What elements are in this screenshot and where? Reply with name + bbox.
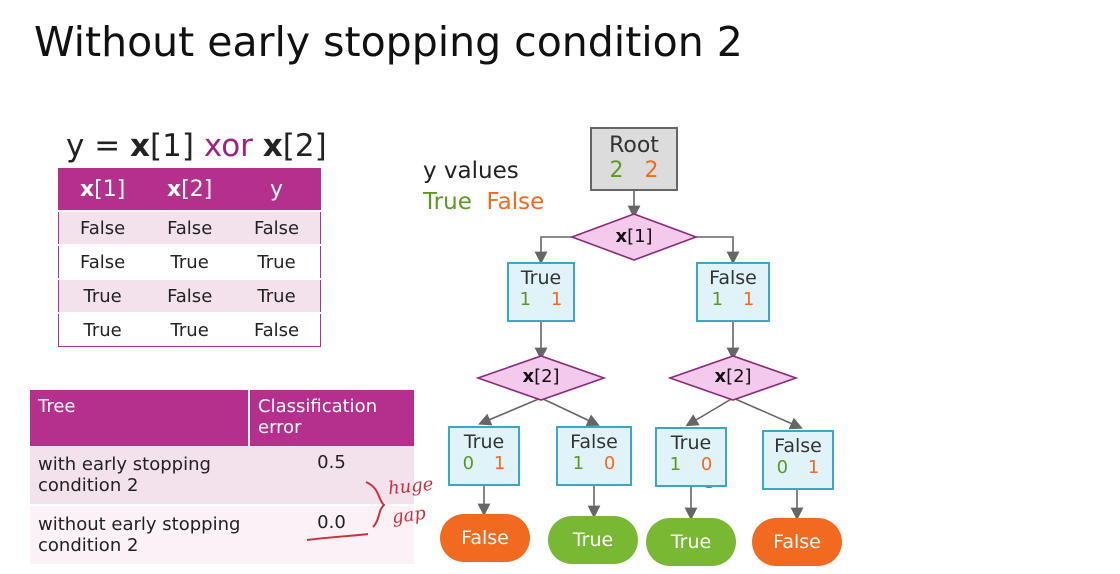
edge-split1-left	[534, 236, 572, 265]
tree-node-leaf-b: False 1 0	[556, 426, 632, 486]
legend-title: y values	[423, 158, 519, 184]
xor-formula: y = x[1] xor x[2]	[66, 128, 327, 164]
err-col-error: Classification error	[248, 390, 414, 446]
edge-split2a-left	[478, 397, 542, 426]
edge-split2b-left	[685, 397, 734, 427]
xor-col-header: y	[233, 168, 321, 211]
slide-title: Without early stopping condition 2	[34, 18, 743, 66]
tree-node-leaf-d: False 0 1	[762, 430, 834, 490]
split-diamond-x2-left	[475, 355, 607, 401]
formula-x1-bold: x	[130, 128, 151, 164]
prediction-leaf-3: True	[646, 518, 736, 566]
prediction-leaf-4: False	[752, 518, 842, 566]
formula-index-2: [2]	[282, 128, 327, 164]
split-label-x2-right: x[2]	[714, 366, 752, 387]
formula-y: y =	[66, 128, 121, 164]
xor-col-header: x[1]	[58, 168, 147, 211]
formula-xor: xor	[203, 128, 253, 164]
tree-node-leaf-c: True 1 0	[655, 427, 727, 487]
legend-true: True	[423, 189, 472, 215]
edge-split1-right	[696, 236, 740, 265]
edge-split2a-right	[540, 397, 600, 427]
split-diamond-x2-right	[667, 355, 799, 401]
y-values-legend: y values True False	[423, 156, 544, 218]
table-row: with early stopping condition 2 0.5	[30, 446, 414, 505]
annotation-underline	[306, 533, 369, 541]
prediction-leaf-2: True	[548, 516, 638, 564]
edge-split2b-right	[732, 397, 803, 430]
tree-node-x1-true: True 1 1	[507, 262, 575, 322]
err-col-tree: Tree	[30, 390, 249, 446]
xor-col-header: x[2]	[146, 168, 234, 211]
tree-node-x1-false: False 1 1	[696, 262, 770, 322]
split-diamond-x1	[569, 213, 699, 261]
tree-root-node: Root 2 2	[590, 127, 678, 191]
classification-error-table: Tree Classification error with early sto…	[30, 390, 414, 564]
table-row: without early stopping condition 2 0.0	[30, 504, 414, 564]
legend-false: False	[486, 189, 545, 215]
tree-node-leaf-a: True 0 1	[448, 426, 520, 486]
split-label-x2-left: x[2]	[522, 366, 560, 387]
split-label-x1: x[1]	[615, 226, 653, 247]
formula-x2-bold: x	[262, 128, 283, 164]
formula-index-1: [1]	[150, 128, 194, 164]
annotation-brace	[365, 481, 386, 528]
prediction-leaf-1: False	[440, 514, 530, 562]
